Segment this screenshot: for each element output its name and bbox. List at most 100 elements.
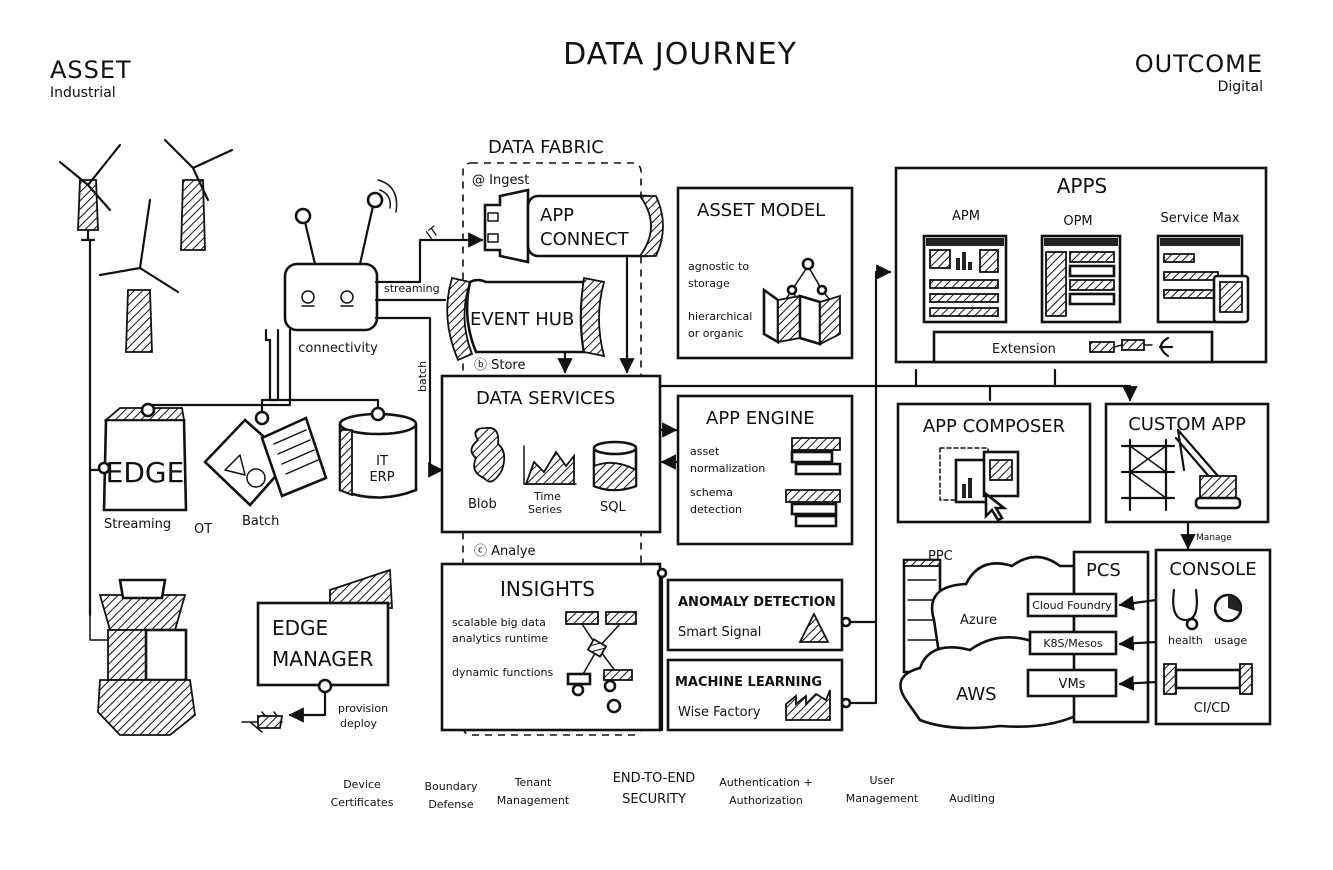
security-auth-1: Authentication + [719, 776, 812, 789]
security-tenant-2: Management [497, 794, 570, 807]
app-connect-line1: APP [540, 205, 574, 226]
service-max-label: Service Max [1160, 211, 1239, 226]
outcome-subheading: Digital [1218, 79, 1263, 95]
security-device-1: Device [343, 778, 381, 791]
edge-manager-provision: provision [338, 702, 388, 715]
extension-label: Extension [992, 342, 1056, 357]
apps-title: APPS [1057, 174, 1108, 198]
opm-app-icon[interactable] [1040, 234, 1122, 324]
it-erp-line2: ERP [369, 470, 394, 485]
asset-model-a2: storage [688, 277, 730, 290]
insights-box [440, 562, 662, 732]
cicd-label: CI/CD [1194, 701, 1230, 716]
edge-manager-deploy: deploy [340, 717, 378, 730]
usage-pie-icon [1213, 593, 1243, 623]
anomaly-title: ANOMALY DETECTION [678, 595, 836, 610]
service-max-app-icon[interactable] [1156, 234, 1250, 324]
cloud-foundry-box [1026, 592, 1118, 618]
it-erp-database-icon [338, 406, 418, 499]
app-composer-icon [939, 447, 1020, 522]
security-user-2: Management [846, 792, 919, 805]
usage-label: usage [1214, 634, 1247, 647]
wind-turbines-icon [58, 138, 234, 617]
connectivity-label: connectivity [298, 341, 378, 356]
vms-box [1026, 668, 1118, 698]
security-e2e-2: SECURITY [622, 792, 686, 807]
edge-label: EDGE [106, 456, 185, 489]
edge-manager-line2: MANAGER [272, 647, 373, 671]
health-stethoscope-icon [1172, 588, 1199, 631]
app-composer-title: APP COMPOSER [923, 416, 1065, 437]
asset-model-h1: hierarchical [688, 310, 752, 323]
security-e2e-1: END-TO-END [613, 771, 696, 786]
opm-label: OPM [1063, 214, 1092, 229]
security-boundary-2: Defense [428, 798, 474, 811]
event-hub-icon [446, 276, 606, 362]
extension-bar [932, 330, 1214, 364]
batch-source-label: Batch [242, 514, 279, 529]
app-connect-line2: CONNECT [540, 229, 630, 250]
security-footer: Device Certificates Boundary Defense Ten… [331, 771, 995, 811]
data-services-title: DATA SERVICES [476, 388, 615, 409]
cloud-platform-icon [899, 550, 1150, 730]
blob-label: Blob [468, 497, 497, 512]
streaming-source-label: Streaming [104, 517, 171, 532]
industrial-machine-icon [89, 578, 196, 736]
ml-title: MACHINE LEARNING [675, 675, 822, 690]
ingest-label: @ Ingest [472, 173, 529, 188]
azure-label: Azure [960, 613, 997, 628]
asset-subheading: Industrial [50, 85, 116, 101]
security-device-2: Certificates [331, 796, 394, 809]
anomaly-sub: Smart Signal [678, 625, 761, 640]
app-connect-icon [483, 188, 664, 264]
security-auth-2: Authorization [729, 794, 803, 807]
health-label: health [1168, 634, 1203, 647]
crane-icon [1120, 428, 1242, 512]
connectivity-hub-icon [283, 179, 398, 332]
insights-title: INSIGHTS [500, 577, 595, 601]
app-engine-l1: asset [690, 445, 720, 458]
insights-line1: scalable big data [452, 616, 546, 629]
insights-line3: dynamic functions [452, 666, 553, 679]
time-series-line1: Time [533, 490, 561, 503]
time-series-line2: Series [528, 503, 562, 516]
security-boundary-1: Boundary [425, 780, 478, 793]
app-engine-l2: normalization [690, 462, 765, 475]
security-user-1: User [869, 774, 895, 787]
manage-label: Manage [1196, 533, 1232, 543]
apm-label: APM [952, 209, 980, 224]
k8s-box [1028, 630, 1118, 656]
time-series-icon [523, 445, 577, 485]
app-engine-l4: detection [690, 503, 742, 516]
app-engine-title: APP ENGINE [706, 408, 815, 429]
data-fabric-title: DATA FABRIC [488, 137, 604, 158]
analyze-label: ⓒ Analye [474, 544, 536, 559]
streaming-label: streaming [384, 282, 440, 295]
console-title: CONSOLE [1169, 559, 1256, 580]
app-engine-l3: schema [690, 486, 733, 499]
warning-icon [798, 611, 830, 643]
edge-manager-icon [241, 568, 393, 733]
pcs-label: PCS [1086, 560, 1121, 581]
apm-app-icon[interactable] [922, 234, 1008, 324]
asset-model-h2: or organic [688, 327, 744, 340]
cloud-foundry-label: Cloud Foundry [1032, 599, 1112, 612]
app-engine-blocks-icon [785, 437, 842, 528]
vms-label: VMs [1059, 677, 1086, 692]
extension-plug-icon [1089, 336, 1174, 358]
outcome-heading: OUTCOME [1135, 50, 1263, 78]
event-hub-label: EVENT HUB [470, 309, 574, 330]
custom-app-title: CUSTOM APP [1128, 414, 1246, 435]
sql-label: SQL [600, 500, 626, 515]
edge-manager-line1: EDGE [272, 616, 328, 640]
edge-device-icon [97, 402, 188, 512]
factory-icon [785, 689, 831, 721]
ppc-label: PPC [928, 549, 953, 564]
sql-database-icon [592, 440, 638, 492]
diagram-title: DATA JOURNEY [563, 37, 797, 72]
blob-icon [470, 426, 506, 483]
aws-label: AWS [956, 684, 997, 705]
insights-line2: analytics runtime [452, 632, 548, 645]
security-tenant-1: Tenant [514, 776, 552, 789]
